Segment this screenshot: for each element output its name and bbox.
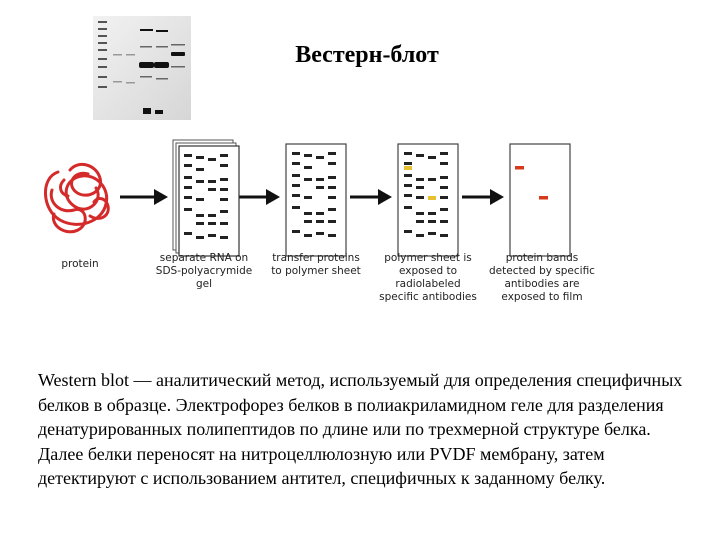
step-caption-gel: separate RNA on SDS-polyacrymide gel [155,252,253,290]
gel-sheet-icon [172,139,240,257]
arrow-icon [350,189,392,205]
step-caption-bands: protein bands detected by specific antib… [489,252,595,303]
step-caption-protein: protein [61,258,99,270]
arrow-icon [238,189,280,205]
film-sheet-icon [509,143,571,257]
protein-tangle-icon [44,162,110,234]
slide-title: Вестерн-блот [295,42,439,68]
antibody-sheet-icon [397,143,459,257]
gel-photo-image [93,16,191,120]
step-caption-antibodies: polymer sheet is exposed to radiolabeled… [379,252,477,303]
arrow-icon [462,189,504,205]
body-paragraph: Western blot — аналитический метод, испо… [38,370,683,488]
transfer-sheet-icon [285,143,347,257]
step-caption-transfer: transfer proteins to polymer sheet [271,252,361,277]
arrow-icon [120,189,168,205]
western-blot-diagram: protein separate RNA on SDS-polyacrymide… [30,130,630,330]
